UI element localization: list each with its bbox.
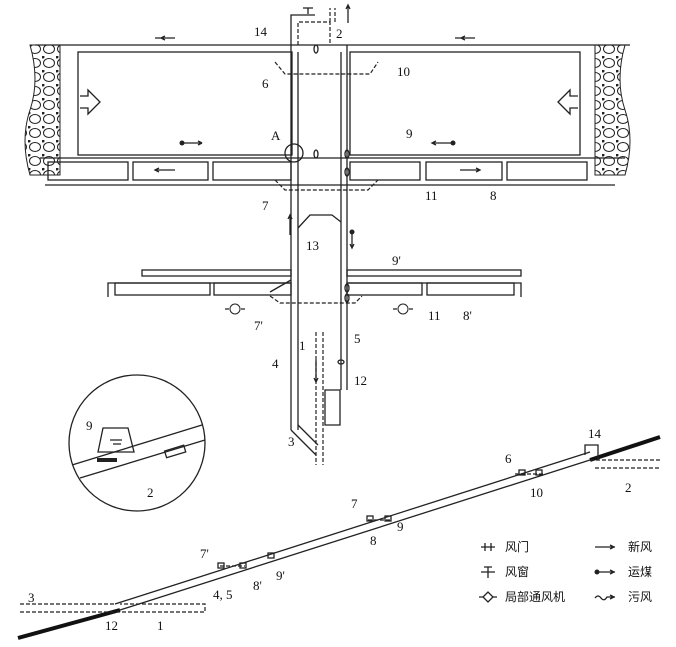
plan-labels: 14 2 6 10 A 9 11 8 7 13 9' 7' 11 8' 1 5 … [254, 24, 497, 449]
label-11: 11 [425, 188, 438, 203]
section-label-7prime: 7' [200, 546, 209, 561]
label-14: 14 [254, 24, 268, 39]
label-13: 13 [306, 238, 319, 253]
fresh-air-icon [595, 544, 616, 550]
label-8: 8 [490, 188, 497, 203]
legend: 风门 新风 风窗 运煤 局部通风机 污风 [479, 539, 652, 604]
inset-detail: 9 2 [68, 374, 206, 512]
label-A: A [271, 128, 281, 143]
legend-label-fresh-air: 新风 [628, 539, 652, 554]
section-label-9prime: 9' [276, 568, 285, 583]
section-label-6: 6 [505, 451, 512, 466]
local-fan-icon [225, 303, 245, 315]
label-4: 4 [272, 356, 279, 371]
legend-label-local-fan: 局部通风机 [505, 589, 565, 604]
air-window-14 [303, 7, 313, 14]
junction-A [284, 143, 304, 163]
section-view: 14 6 10 2 7 9 8 7' 9' 8' 4, 5 3 12 1 [17, 426, 661, 640]
section-label-10: 10 [530, 485, 543, 500]
label-7: 7 [262, 198, 269, 213]
legend-label-return-air: 污风 [628, 590, 652, 604]
legend-label-coal-transport: 运煤 [628, 565, 652, 579]
label-8prime: 8' [463, 308, 472, 323]
label-7prime: 7' [254, 318, 263, 333]
left-goaf [24, 44, 61, 176]
label-9: 9 [406, 126, 413, 141]
local-fan-icon [393, 303, 413, 315]
face-arrow-left [80, 88, 101, 116]
section-label-4-5: 4, 5 [213, 587, 233, 602]
label-9prime: 9' [392, 253, 401, 268]
section-label-8: 8 [370, 533, 377, 548]
label-12: 12 [354, 373, 367, 388]
label-5: 5 [354, 331, 361, 346]
upper-panel [24, 44, 631, 191]
local-fan-icon [479, 591, 497, 603]
section-label-8prime: 8' [253, 578, 262, 593]
inset-label-2: 2 [147, 485, 154, 500]
coal-transport-icon [594, 569, 616, 575]
section-label-2: 2 [625, 480, 632, 495]
section-label-3: 3 [28, 590, 35, 605]
section-label-12: 12 [105, 618, 118, 633]
label-11b: 11 [428, 308, 441, 323]
legend-label-air-window: 风窗 [505, 565, 529, 579]
section-label-14: 14 [588, 426, 602, 441]
return-air-icon [594, 594, 616, 601]
face-arrow-right [557, 88, 578, 116]
air-window-icon [481, 566, 495, 578]
structure-13 [297, 214, 342, 229]
section-label-9: 9 [397, 519, 404, 534]
right-goaf [594, 44, 631, 176]
label-10: 10 [397, 64, 410, 79]
label-6: 6 [262, 76, 269, 91]
pillar-row [47, 161, 588, 181]
air-door-icon [481, 543, 495, 551]
label-2: 2 [336, 26, 343, 41]
section-label-7: 7 [351, 496, 358, 511]
inset-label-9: 9 [86, 418, 93, 433]
legend-label-air-door: 风门 [505, 539, 529, 554]
label-1: 1 [299, 338, 306, 353]
label-3: 3 [288, 434, 295, 449]
section-label-1: 1 [157, 618, 164, 633]
main-roadways [107, 3, 522, 465]
